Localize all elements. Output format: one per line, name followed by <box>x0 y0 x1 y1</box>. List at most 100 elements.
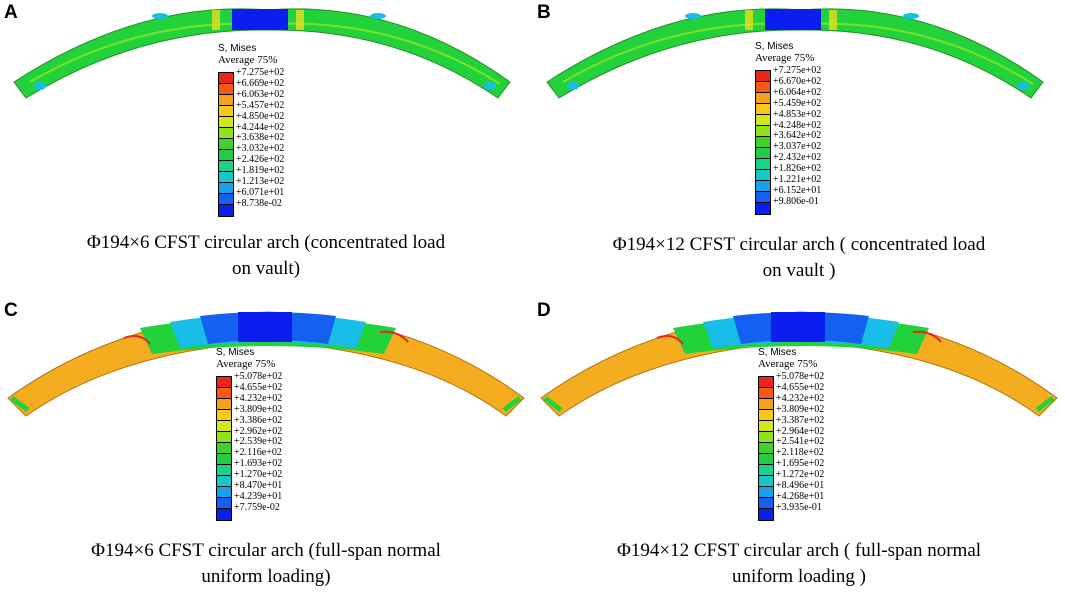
legend-title: S, Mises <box>758 347 797 358</box>
stress-hotspot <box>745 10 753 30</box>
legend-tick: +1.270e+02 <box>234 469 283 481</box>
legend-tick: +4.655e+02 <box>234 381 283 393</box>
color-scale <box>755 70 771 215</box>
legend-tick: +4.268e+01 <box>776 490 825 502</box>
legend-tick: +4.244e+02 <box>236 121 285 133</box>
legend-swatch <box>217 432 231 443</box>
legend-tick: +5.078e+02 <box>234 371 283 382</box>
legend-title: S, Mises <box>218 43 257 54</box>
legend-swatch <box>217 388 231 399</box>
legend-swatch <box>219 117 233 128</box>
legend-tick: +2.432e+02 <box>773 152 822 164</box>
legend-swatch <box>759 454 773 465</box>
legend-swatch <box>219 150 233 161</box>
legend-swatch <box>219 183 233 194</box>
legend-swatch <box>219 139 233 150</box>
legend-swatch <box>759 388 773 399</box>
legend-tick: +1.221e+02 <box>773 174 822 186</box>
legend-swatch <box>219 161 233 172</box>
legend-swatch <box>217 487 231 498</box>
legend-tick: +7.275e+02 <box>773 65 822 76</box>
legend-swatch <box>219 73 233 84</box>
legend-tick: +3.387e+02 <box>776 414 825 426</box>
caption: Φ194×6 CFST circular arch (concentrated … <box>0 230 532 282</box>
legend-tick: +6.670e+02 <box>773 75 822 87</box>
legend-tick: +3.809e+02 <box>234 403 283 415</box>
stress-hotspot <box>34 82 46 90</box>
legend-tick: +2.964e+02 <box>776 425 825 437</box>
caption-line2: uniform loading) <box>201 566 331 587</box>
legend-tick: +3.809e+02 <box>776 403 825 415</box>
panel-c: C S, Mises Average 75% +5.078e+02+4.655e… <box>0 298 532 595</box>
panel-letter: B <box>537 2 551 23</box>
stress-hotspot <box>912 330 942 343</box>
legend-swatch <box>217 498 231 509</box>
legend-tick: +8.470e+01 <box>234 480 283 492</box>
legend-swatch <box>756 159 770 170</box>
legend-swatch <box>217 410 231 421</box>
panel-b: B S, Mises Average 75% +7.275e+02+6.670e… <box>533 0 1065 297</box>
stress-hotspot <box>212 10 220 30</box>
legend-tick: +8.738e-02 <box>236 197 282 209</box>
legend: S, Mises Average 75% +7.275e+02+6.670e+0… <box>755 41 821 215</box>
legend-tick: +4.248e+02 <box>773 119 822 131</box>
stress-hotspot <box>685 13 701 19</box>
caption: Φ194×12 CFST circular arch ( full-span n… <box>533 538 1065 590</box>
panel-d: D S, Mises Average 75% +5.078e+02+4.655e… <box>533 298 1065 595</box>
color-scale <box>216 376 232 521</box>
legend-swatch <box>756 192 770 203</box>
support-region <box>10 396 30 412</box>
arch-body <box>546 8 1044 99</box>
legend-tick: +6.064e+02 <box>773 86 822 98</box>
stress-hotspot <box>656 335 684 345</box>
support-region <box>543 396 563 412</box>
legend-tick: +1.272e+02 <box>776 469 825 481</box>
legend-swatch <box>759 509 773 520</box>
legend-swatch <box>219 194 233 205</box>
legend-tick: +5.459e+02 <box>773 97 822 109</box>
legend-tick: +1.213e+02 <box>236 176 285 188</box>
stress-hotspot <box>1017 82 1029 90</box>
color-scale <box>218 72 234 217</box>
legend-swatch <box>219 172 233 183</box>
arch-contour <box>546 8 1044 99</box>
legend-swatch <box>217 421 231 432</box>
stress-hotspot <box>123 335 151 345</box>
legend-tick: +2.426e+02 <box>236 154 285 166</box>
arch-contour <box>540 311 1058 417</box>
legend-swatch <box>756 203 770 214</box>
legend-swatch <box>217 443 231 454</box>
caption: Φ194×6 CFST circular arch (full-span nor… <box>0 538 532 590</box>
arch-contour <box>7 311 525 417</box>
legend-subtitle: Average 75% <box>218 54 278 66</box>
legend-swatch <box>217 454 231 465</box>
legend-tick: +2.541e+02 <box>776 436 825 448</box>
legend-tick: +1.819e+02 <box>236 165 285 177</box>
legend-swatch <box>219 106 233 117</box>
color-scale <box>758 376 774 521</box>
legend-tick: +6.669e+02 <box>236 77 285 89</box>
panel-letter: A <box>4 2 18 23</box>
legend-tick: +5.457e+02 <box>236 99 285 111</box>
legend-tick: +7.275e+02 <box>236 67 285 78</box>
legend-tick: +4.853e+02 <box>773 108 822 120</box>
caption-line1: Φ194×12 CFST circular arch ( concentrate… <box>612 234 986 255</box>
stress-hotspot <box>484 82 496 90</box>
panel-letter: D <box>537 300 551 321</box>
legend-tick: +1.695e+02 <box>776 458 825 470</box>
legend-swatch <box>756 181 770 192</box>
legend-tick: +4.239e+01 <box>234 490 283 502</box>
legend-swatch <box>759 421 773 432</box>
legend-ticks: +7.275e+02+6.669e+02+6.063e+02+5.457e+02… <box>236 67 285 210</box>
caption: Φ194×12 CFST circular arch ( concentrate… <box>533 232 1065 284</box>
legend-swatch <box>217 377 231 388</box>
legend-ticks: +5.078e+02+4.655e+02+4.232e+02+3.809e+02… <box>776 371 825 514</box>
arch-contour <box>13 8 511 99</box>
legend-swatch <box>759 443 773 454</box>
caption-line1: Φ194×12 CFST circular arch ( full-span n… <box>616 540 982 561</box>
legend-title: S, Mises <box>755 41 794 52</box>
legend-swatch <box>759 377 773 388</box>
legend-tick: +1.826e+02 <box>773 163 822 175</box>
legend-tick: +6.071e+01 <box>236 186 285 198</box>
legend-tick: +4.850e+02 <box>236 110 285 122</box>
